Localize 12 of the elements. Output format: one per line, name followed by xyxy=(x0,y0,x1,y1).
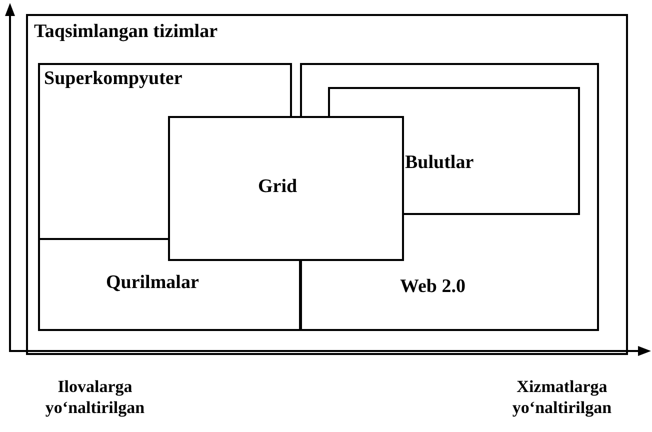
area-title: Taqsimlangan tizimlar xyxy=(34,21,218,43)
area-title: Superkompyuter xyxy=(44,68,182,90)
area-box xyxy=(328,87,580,215)
area-title: Qurilmalar xyxy=(106,272,199,294)
area-title: Bulutlar xyxy=(405,152,474,174)
axis-label: Ilovalarga yo‘naltirilgan xyxy=(44,376,146,418)
area-box xyxy=(168,116,404,261)
area-box xyxy=(26,14,628,355)
area-title: Web 2.0 xyxy=(400,276,466,298)
area-title: Grid xyxy=(258,176,298,198)
area-box xyxy=(38,238,301,331)
axis-label: Xizmatlarga yo‘naltirilgan xyxy=(511,376,613,418)
